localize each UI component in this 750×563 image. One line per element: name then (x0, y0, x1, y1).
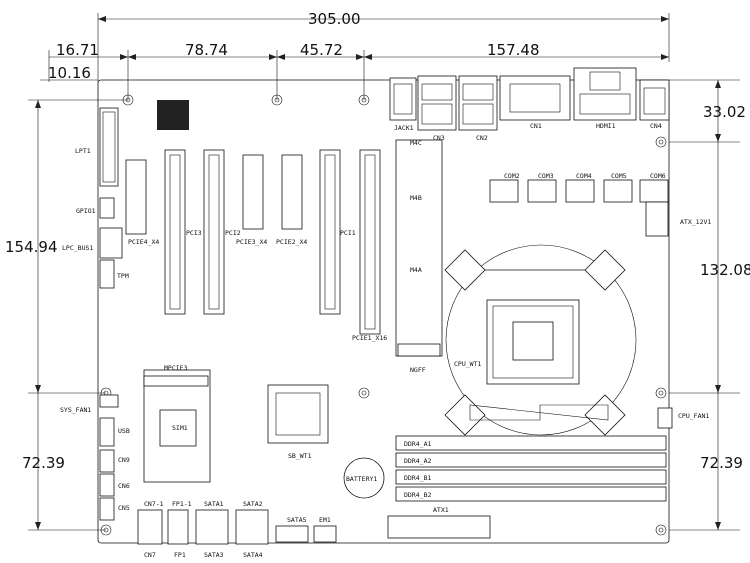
label-pci3: PCI3 (186, 229, 202, 237)
dim-seg-4: 157.48 (487, 41, 540, 59)
dimension-texts: 305.00 16.71 78.74 45.72 157.48 10.16 15… (5, 10, 750, 472)
label-cn2: CN2 (476, 134, 488, 142)
label-sata3: SATA3 (204, 551, 224, 559)
label-cn9: CN9 (118, 456, 130, 464)
dim-left-bottom: 72.39 (22, 454, 65, 472)
label-jack1: JACK1 (394, 124, 414, 132)
label-atx-12v1: ATX_12V1 (680, 218, 711, 226)
label-sata5: SATA5 (287, 516, 307, 524)
label-atx1: ATX1 (433, 506, 449, 514)
label-m4b: M4B (410, 194, 422, 202)
label-cn4: CN4 (650, 122, 662, 130)
left-components: LPT1 GPIO1 LPC_BUS1 TPM (62, 100, 189, 289)
label-com2: COM2 (504, 172, 520, 180)
dim-left-large: 154.94 (5, 238, 58, 256)
label-pci1: PCI1 (340, 229, 356, 237)
sb-heatsink: SB_WT1 (267, 384, 329, 460)
label-cpu-wt1: CPU_WT1 (454, 360, 481, 368)
label-com5: COM5 (611, 172, 627, 180)
label-pcie1: PCIE1_X16 (352, 334, 387, 342)
dim-top-width: 305.00 (308, 10, 361, 28)
cpu-fan-header: CPU_FAN1 (657, 407, 709, 429)
dimension-lines (28, 13, 740, 531)
label-tpm: TPM (117, 272, 129, 280)
label-em1: EM1 (319, 516, 331, 524)
com-headers: COM2 COM3 COM4 COM5 COM6 ATX_12V1 (489, 172, 711, 237)
label-battery1: BATTERY1 (346, 475, 377, 483)
label-cn7: CN7 (144, 551, 156, 559)
label-com3: COM3 (538, 172, 554, 180)
label-usb: USB (118, 427, 130, 435)
label-ddr-b2: DDR4_B2 (404, 491, 431, 499)
label-cpu-fan1: CPU_FAN1 (678, 412, 709, 420)
bottom-connectors: CN7-1 CN7 FP1-1 FP1 SATA1 SATA3 SATA2 SA… (137, 457, 491, 559)
label-sys-fan1: SYS_FAN1 (60, 406, 91, 414)
label-pcie2: PCIE2_X4 (276, 238, 307, 246)
rear-io: JACK1 CN3 CN2 CN1 HDMI1 CN4 (389, 67, 670, 142)
label-ddr-a1: DDR4_A1 (404, 440, 431, 448)
dim-seg-1: 16.71 (56, 41, 99, 59)
label-sata4: SATA4 (243, 551, 263, 559)
dim-left-small: 10.16 (48, 64, 91, 82)
label-cn1: CN1 (530, 122, 542, 130)
label-cn6: CN6 (118, 482, 130, 490)
label-com4: COM4 (576, 172, 592, 180)
expansion-slots: PCIE4_X4 PCI3 PCI2 PCIE3_X4 PCIE2_X4 PCI… (125, 149, 387, 342)
label-pci2: PCI2 (225, 229, 241, 237)
label-cn3: CN3 (433, 134, 445, 142)
left-lower-headers: SYS_FAN1 USB CN9 CN6 CN5 (60, 394, 130, 521)
label-m4c: M4A (410, 266, 422, 274)
board-outline (97, 79, 670, 544)
ddr-slots: DDR4_A1 DDR4_A2 DDR4_B1 DDR4_B2 (395, 435, 667, 502)
label-sim1: SIM1 (172, 424, 188, 432)
label-sata2: SATA2 (243, 500, 263, 508)
mpcie-area: MPCIE3 SIM1 (143, 364, 211, 483)
label-fp1-1: FP1-1 (172, 500, 192, 508)
ngff-slot: M4C M4B M4A NGFF (395, 139, 443, 374)
label-pcie3: PCIE3_X4 (236, 238, 267, 246)
dim-seg-2: 78.74 (185, 41, 228, 59)
dim-seg-3: 45.72 (300, 41, 343, 59)
label-fp1: FP1 (174, 551, 186, 559)
label-cn7-1: CN7-1 (144, 500, 164, 508)
label-pcie4: PCIE4_X4 (128, 238, 159, 246)
dim-right-top: 33.02 (703, 103, 746, 121)
label-ddr-a2: DDR4_A2 (404, 457, 431, 465)
label-sb-wt1: SB_WT1 (288, 452, 312, 460)
label-ngff: NGFF (410, 366, 426, 374)
label-com6: COM6 (650, 172, 666, 180)
dim-right-mid: 132.08 (700, 261, 750, 279)
label-m4a: M4C (410, 139, 422, 147)
label-lpc-bus1: LPC_BUS1 (62, 244, 93, 252)
label-lpt1: LPT1 (75, 147, 91, 155)
label-mpcie3: MPCIE3 (164, 364, 188, 372)
label-gpio1: GPIO1 (76, 207, 96, 215)
dim-right-bottom: 72.39 (700, 454, 743, 472)
mounting-holes (100, 94, 667, 536)
cpu-socket: CPU_WT1 (444, 244, 637, 436)
label-hdmi1: HDMI1 (596, 122, 616, 130)
label-sata1: SATA1 (204, 500, 224, 508)
label-ddr-b1: DDR4_B1 (404, 474, 431, 482)
label-cn5: CN5 (118, 504, 130, 512)
